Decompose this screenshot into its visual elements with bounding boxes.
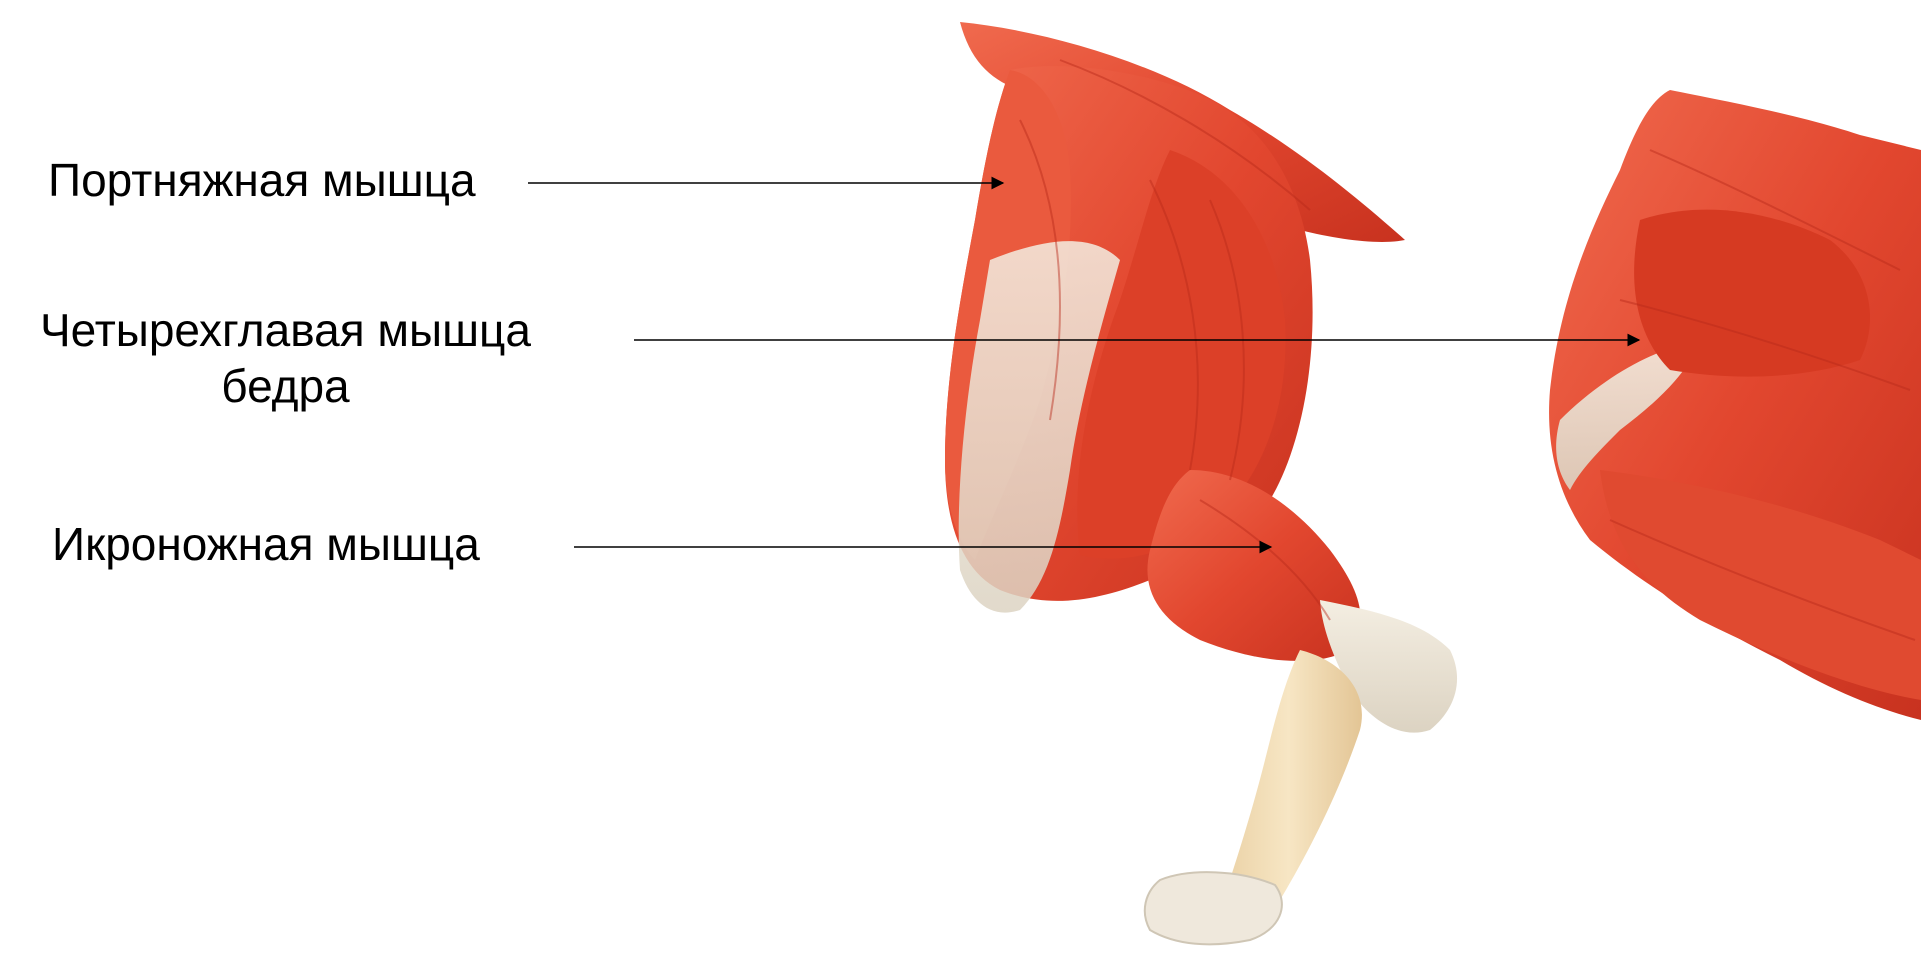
gastrocnemius-label: Икроножная мышца	[52, 516, 480, 572]
right-leg-view	[1549, 90, 1921, 720]
quadriceps-label: Четырехглавая мышца бедра	[40, 302, 531, 414]
left-leg-view	[945, 22, 1457, 944]
sartorius-label: Портняжная мышца	[48, 152, 476, 208]
paw	[1145, 872, 1282, 944]
quadriceps-label-line2: бедра	[40, 358, 531, 414]
quadriceps-label-line1: Четырехглавая мышца	[40, 304, 531, 356]
